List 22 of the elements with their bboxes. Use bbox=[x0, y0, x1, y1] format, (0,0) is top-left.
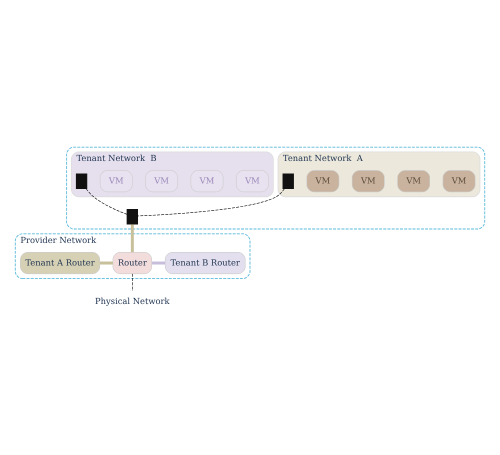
node-box: Router bbox=[112, 252, 152, 274]
node-box: VM bbox=[145, 170, 178, 192]
connector bbox=[86, 188, 128, 215]
node-box bbox=[76, 173, 88, 189]
node-box: VM bbox=[236, 170, 269, 192]
node-box: VM bbox=[397, 170, 430, 192]
node-box bbox=[126, 208, 138, 225]
node-box: VM bbox=[100, 170, 133, 192]
node-box: VM bbox=[190, 170, 224, 192]
connector bbox=[100, 262, 113, 265]
node-box: VM bbox=[352, 170, 385, 192]
node-box bbox=[282, 173, 294, 189]
node-text: Physical Network bbox=[95, 296, 170, 306]
connector bbox=[130, 224, 134, 252]
connector bbox=[152, 262, 166, 265]
node-box: Tenant A Router bbox=[20, 252, 100, 274]
node-box: Tenant B Router bbox=[164, 252, 246, 274]
connector bbox=[132, 274, 133, 292]
connector bbox=[138, 188, 285, 216]
cluster bbox=[66, 146, 486, 230]
node-box: VM bbox=[306, 170, 340, 192]
node-box: VM bbox=[442, 170, 476, 192]
